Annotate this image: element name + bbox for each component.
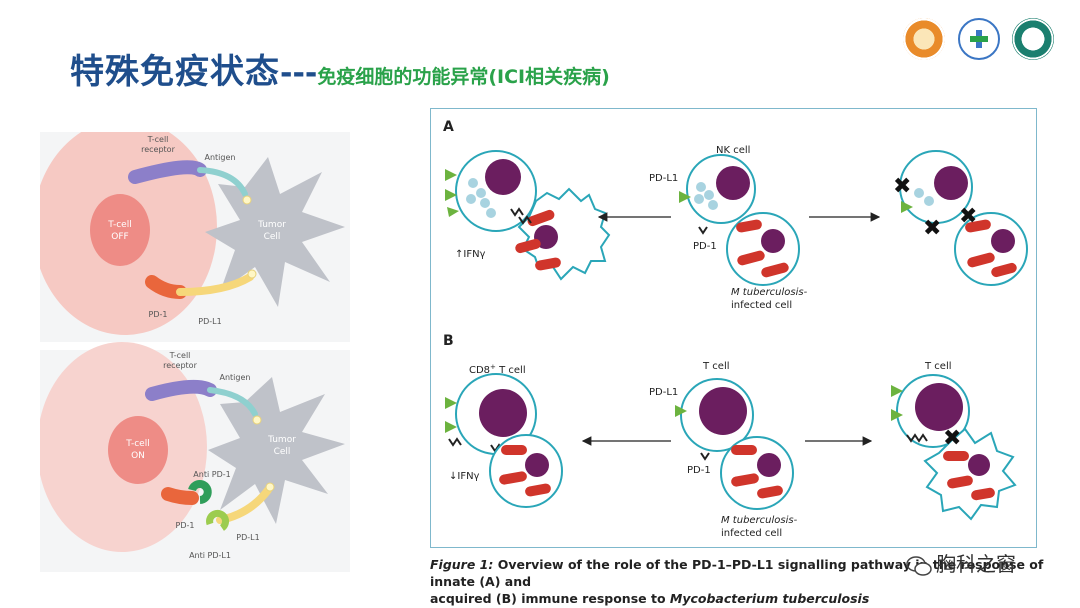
- pdl1-tip-b: [265, 482, 275, 492]
- pd1-b-label: PD-1: [687, 465, 711, 476]
- antigen-tip-b: [252, 415, 262, 425]
- anti-pdl1-shape: [206, 509, 229, 531]
- block-x-icon-b: ✖: [943, 426, 961, 451]
- block-x-icon-2: ✖: [923, 216, 941, 241]
- pd1-band-b: [161, 487, 199, 505]
- tumor-cell-shape: [205, 157, 345, 307]
- title-main: 特殊免疫状态: [70, 52, 280, 92]
- panel-b-center-group: T cell PD-L1 PD-1 M tuberculosis- infect…: [649, 361, 798, 539]
- checkpoint-svg: T-cell OFF Tumor Cell T-cell receptor An…: [33, 119, 350, 572]
- infected-a-label-2: infected cell: [731, 300, 792, 311]
- caption-italic: Mycobacterium tuberculosis: [669, 591, 870, 606]
- nk-nucleus-left: [485, 159, 521, 195]
- pdl1-band: [176, 273, 254, 296]
- tcell-on-label-2: ON: [131, 451, 145, 461]
- tcell-label-2: OFF: [111, 232, 128, 242]
- pd1-a-label: PD-1: [693, 241, 717, 252]
- tcell-nucleus: [90, 194, 150, 266]
- antigen-tip: [242, 195, 252, 205]
- tumor-label-2: Cell: [264, 232, 281, 242]
- panel-b-left-group: CD8+ T cell ↓IFNγ: [445, 363, 563, 508]
- association-logo-icon: [1012, 18, 1054, 60]
- tcell-right-label: T cell: [924, 361, 952, 372]
- medical-cross-logo-icon: [958, 18, 1000, 60]
- tcr-band-b: [145, 379, 217, 401]
- pdl1-b-label: PD-L1: [649, 387, 678, 398]
- nk-cell-label: NK cell: [716, 145, 750, 156]
- tumor-label-1: Tumor: [257, 220, 286, 230]
- antigen-b-label: Antigen: [220, 373, 251, 382]
- panel-a-label: A: [443, 119, 454, 135]
- tcell-label-1: T-cell: [107, 220, 131, 230]
- checkpoint-illustration: T-cell OFF Tumor Cell T-cell receptor An…: [33, 119, 350, 572]
- ifn-up-label: ↑IFNγ: [455, 249, 486, 260]
- tumor-cell-shape-b: [208, 377, 345, 524]
- tcell-nucleus-on: [108, 416, 168, 484]
- antigen-band-b: [207, 387, 258, 417]
- watermark-text: 胸科之窗: [936, 552, 1016, 576]
- pdl1-b-label: PD-L1: [236, 533, 259, 542]
- tcr-b-label-2: receptor: [163, 361, 197, 370]
- watermark: 胸科之窗: [906, 548, 1016, 577]
- anti-pd1-label: Anti PD-1: [193, 470, 230, 479]
- page-title: 特殊免疫状态---免疫细胞的功能异常(ICI相关疾病): [70, 44, 610, 93]
- tumor-b-label-1: Tumor: [267, 435, 296, 445]
- infected-b-label-2: infected cell: [721, 528, 782, 539]
- title-dash: ---: [280, 56, 318, 91]
- tcell-center-label: T cell: [702, 361, 730, 372]
- caption-label: Figure 1:: [430, 557, 494, 572]
- pd1-b-label: PD-1: [176, 521, 195, 530]
- panel-b-right-group: T cell ✖: [891, 361, 1017, 521]
- infected-b-label-1: M tuberculosis-: [721, 515, 798, 526]
- tumor-b-label-2: Cell: [274, 447, 291, 457]
- figure-frame: A ↑IFNγ NK cell PD-L1 PD-1: [430, 108, 1037, 548]
- ifn-down-label: ↓IFNγ: [449, 471, 480, 482]
- tcr-label-2: receptor: [141, 145, 175, 154]
- anti-pd1-shape: [188, 480, 212, 504]
- antigen-band: [197, 167, 248, 197]
- wechat-icon: [906, 555, 932, 576]
- block-x-icon-3: ✖: [959, 204, 977, 229]
- figure-svg: A ↑IFNγ NK cell PD-L1 PD-1: [443, 119, 1028, 539]
- title-subtitle: 免疫细胞的功能异常(ICI相关疾病): [317, 66, 610, 88]
- tcr-b-label-1: T-cell: [169, 351, 191, 360]
- panel-a-center-group: NK cell PD-L1 PD-1 M tuberculosis- infec…: [649, 145, 808, 311]
- caption-tail: innate (A) and: [430, 574, 532, 589]
- pdl1-label: PD-L1: [198, 317, 221, 326]
- pdl1-tip: [247, 269, 257, 279]
- tcr-label-1: T-cell: [147, 135, 169, 144]
- antigen-label: Antigen: [205, 153, 236, 162]
- caption-text-2: acquired (B) immune response to: [430, 591, 670, 606]
- panel-a-right-group: ✖ ✖ ✖: [893, 150, 1028, 286]
- pdl1-a-label: PD-L1: [649, 173, 678, 184]
- anti-pdl1-label: Anti PD-L1: [189, 551, 231, 560]
- figure-caption: Figure 1: Overview of the role of the PD…: [430, 556, 1050, 607]
- infected-a-label-1: M tuberculosis-: [731, 287, 808, 298]
- block-x-icon: ✖: [893, 174, 911, 199]
- cd8-label: CD8+ T cell: [469, 363, 526, 376]
- panel-b-label: B: [443, 333, 454, 349]
- hospital-logo-icon: [903, 18, 945, 60]
- pd1-label: PD-1: [149, 310, 168, 319]
- tcell-on-label-1: T-cell: [125, 439, 149, 449]
- panel-a-left-group: ↑IFNγ: [445, 150, 611, 281]
